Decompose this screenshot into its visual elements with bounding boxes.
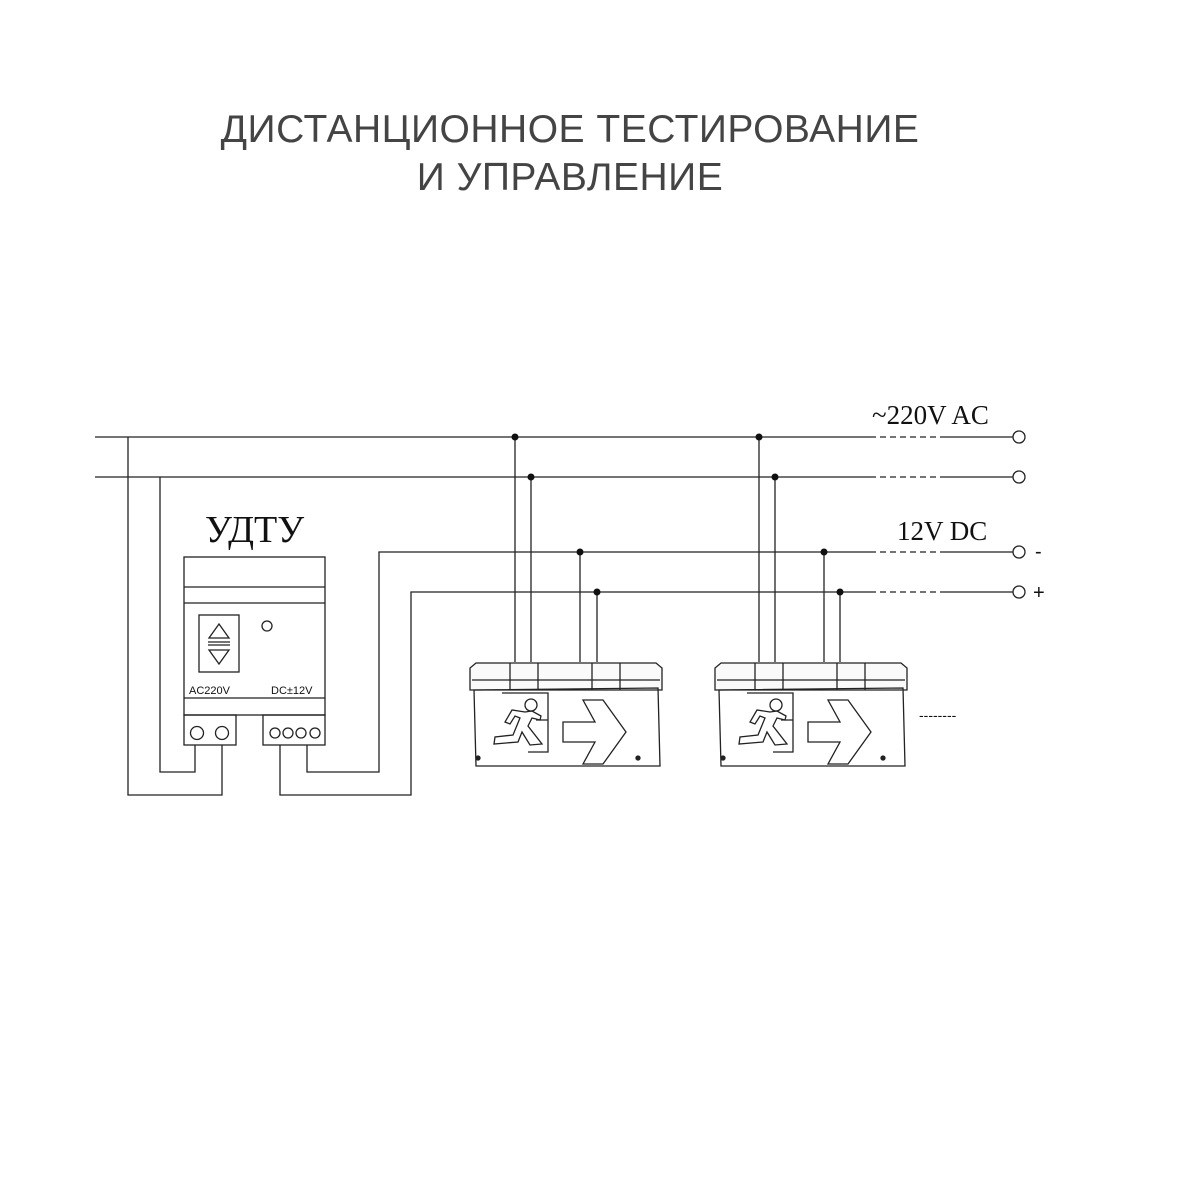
ac-feed-2 (159, 477, 196, 773)
terminal-icon (1012, 545, 1026, 559)
exit-sign-lamp-2 (714, 662, 908, 767)
plus-label: + (1033, 582, 1045, 604)
ac-terminal-block (183, 714, 237, 746)
led-indicator-icon (261, 620, 273, 632)
device-name: УДТУ (205, 509, 304, 551)
title-line-2: И УПРАВЛЕНИЕ (416, 156, 724, 199)
ac-bus-label: ~220V AC (872, 400, 989, 430)
minus-label: - (1035, 541, 1042, 563)
lamp-2-drops (758, 437, 841, 662)
arrow-right-icon (562, 699, 627, 765)
running-man-icon (493, 692, 549, 753)
terminal-icon (1012, 470, 1026, 484)
up-down-switch-icon (198, 614, 240, 673)
dc-terminal-block (262, 714, 326, 746)
dc-minus-line (306, 551, 1013, 773)
udtu-device (183, 556, 326, 746)
junction-dots (511, 433, 844, 596)
dc-plus-line (279, 591, 1013, 796)
terminal-icon (1012, 430, 1026, 444)
dc-bus-label: 12V DC (897, 516, 987, 546)
ac-feed-1 (127, 437, 223, 796)
dc-label: DC±12V (271, 685, 313, 697)
terminal-icon (1012, 585, 1026, 599)
continuation-dashes: -------- (919, 707, 957, 723)
exit-sign-lamp-1 (469, 662, 663, 767)
lamp-1-drops (514, 437, 598, 662)
title-line-1: ДИСТАНЦИОННОЕ ТЕСТИРОВАНИЕ (220, 108, 920, 151)
ac-label: AC220V (189, 685, 231, 697)
